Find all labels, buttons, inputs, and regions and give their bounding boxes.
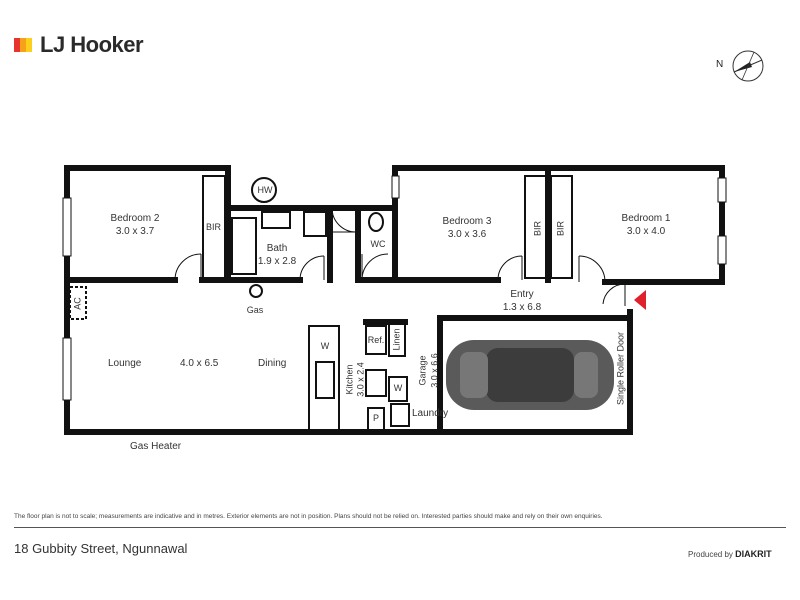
window-bed3 [391, 175, 400, 199]
car-icon [446, 340, 614, 410]
bir-mid-closet [524, 175, 547, 279]
shower [303, 211, 327, 237]
hot-water-unit [251, 177, 277, 203]
room-name: Entry [510, 289, 534, 300]
dining-label: Dining [258, 358, 287, 369]
bir-left-label: BIR [206, 222, 222, 232]
entry-marker-icon [634, 290, 646, 310]
room-name: Bedroom 1 [621, 213, 671, 224]
room-size: 3.0 x 4.0 [626, 226, 666, 237]
laundry-tub [390, 403, 410, 427]
bir-left-closet [202, 175, 226, 279]
door-wc [361, 253, 389, 281]
door-hall [331, 207, 357, 233]
room-size: 1.9 x 2.8 [257, 256, 297, 267]
door-bed3 [497, 255, 523, 281]
kitchen-w-label: W [320, 341, 330, 351]
door-entry [602, 283, 626, 305]
room-name: Bedroom 3 [442, 216, 492, 227]
produced-by-text: Produced by [688, 550, 733, 559]
lounge-label: Lounge [108, 358, 142, 369]
door-bath [299, 255, 325, 281]
window-bed1-a [717, 177, 727, 203]
bath-label: Bath 1.9 x 2.8 [252, 242, 302, 268]
ref-label: Ref. [367, 335, 385, 345]
gas-label: Gas [246, 305, 264, 315]
room-size: 3.0 x 3.7 [115, 226, 155, 237]
pantry [367, 407, 385, 431]
window-bed1-b [717, 235, 727, 265]
bedroom-3-label: Bedroom 3 3.0 x 3.6 [437, 215, 497, 241]
linen-label: Linen [391, 328, 402, 351]
gas-heater-label: Gas Heater [130, 441, 182, 452]
brand-name: LJ Hooker [40, 32, 144, 57]
kitchen-size-label: 3.0 x 2.4 [355, 362, 366, 397]
compass-north-label: N [716, 59, 724, 70]
property-address: 18 Gubbity Street, Ngunnawal [14, 541, 188, 556]
sink [315, 361, 335, 399]
logo-mark-icon [14, 38, 34, 52]
brand-logo: LJ Hooker [14, 32, 144, 57]
room-size: 3.0 x 3.6 [447, 229, 487, 240]
bir-right-closet [550, 175, 573, 279]
pantry-label: P [372, 413, 379, 423]
entry-label: Entry 1.3 x 6.8 [492, 288, 552, 314]
footer-divider [14, 527, 786, 528]
linen-cupboard [388, 321, 406, 357]
bath-tub [231, 217, 257, 275]
bir-mid-label: BIR [532, 221, 543, 237]
hw-label: HW [257, 185, 273, 195]
window-lounge [62, 337, 72, 401]
compass-north-icon [732, 50, 764, 82]
producer-name: DIAKRIT [735, 549, 772, 559]
room-size: 1.3 x 6.8 [502, 302, 542, 313]
gas-point [249, 284, 263, 298]
kitchen-bench [308, 325, 340, 431]
disclaimer: The floor plan is not to scale; measurem… [14, 513, 603, 520]
bir-right-label: BIR [555, 221, 566, 237]
ac-label: AC [72, 297, 83, 310]
produced-by: Produced by DIAKRIT [688, 549, 772, 559]
lounge-size: 4.0 x 6.5 [180, 358, 219, 369]
wc-label: WC [370, 239, 386, 249]
bedroom-1-label: Bedroom 1 3.0 x 4.0 [616, 212, 676, 238]
room-name: Bedroom 2 [110, 213, 160, 224]
toilet [368, 212, 384, 232]
bedroom-2-label: Bedroom 2 3.0 x 3.7 [105, 212, 165, 238]
roller-door-label: Single Roller Door [615, 331, 626, 406]
vanity [261, 211, 291, 229]
door-bed1 [578, 255, 606, 283]
compass: N [712, 46, 772, 86]
garage-size-label: 3.0 x 6.6 [429, 353, 440, 388]
laundry-w-label: W [393, 383, 403, 393]
ac-unit [69, 286, 87, 320]
room-name: Bath [266, 243, 288, 254]
laundry-label: Laundry [412, 408, 449, 419]
fridge-space [365, 325, 387, 355]
laundry-w [388, 376, 408, 402]
door-bed2 [174, 253, 202, 281]
cooktop [365, 369, 387, 397]
window-bed2 [62, 197, 72, 257]
